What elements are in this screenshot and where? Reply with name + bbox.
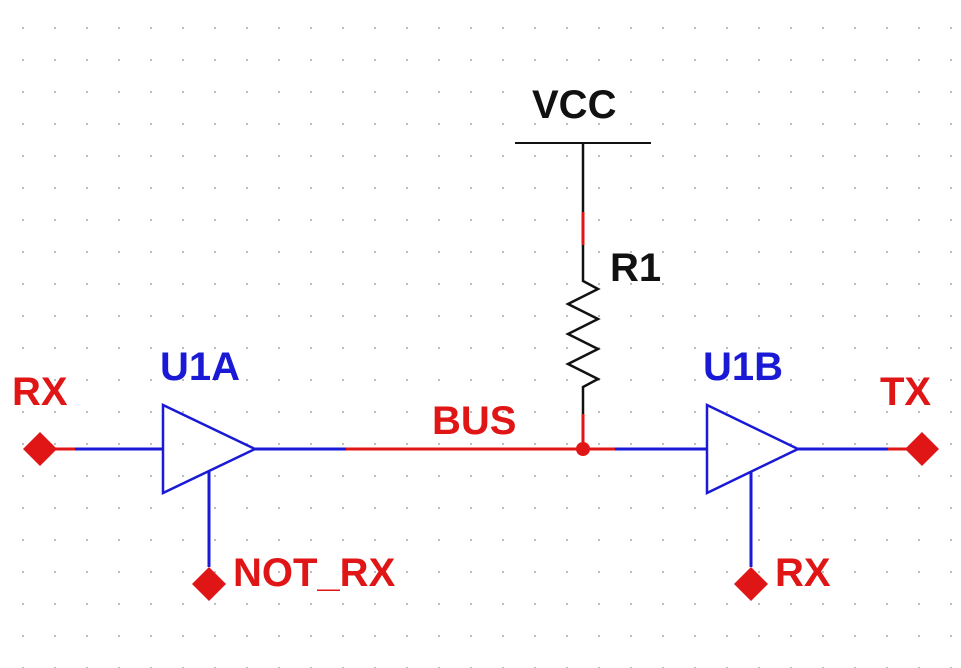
zigzag-resistor-icon (565, 245, 601, 414)
tx-output-label: TX (880, 370, 931, 414)
u1a-label: U1A (160, 345, 240, 389)
vcc-power-symbol[interactable] (515, 142, 651, 212)
r1-label: R1 (610, 246, 661, 290)
not-rx-label: NOT_RX (233, 551, 396, 595)
diamond-port-icon[interactable] (734, 567, 768, 601)
resistor-r1[interactable] (565, 212, 601, 449)
vcc-label: VCC (532, 83, 616, 127)
u1b-label: U1B (703, 345, 783, 389)
rx-enable-label: RX (775, 551, 831, 595)
bus-label: BUS (432, 399, 516, 443)
rx-input-label: RX (12, 370, 68, 414)
junction-dot-icon (576, 442, 590, 456)
diamond-port-icon[interactable] (905, 432, 939, 466)
diamond-port-icon[interactable] (192, 567, 226, 601)
